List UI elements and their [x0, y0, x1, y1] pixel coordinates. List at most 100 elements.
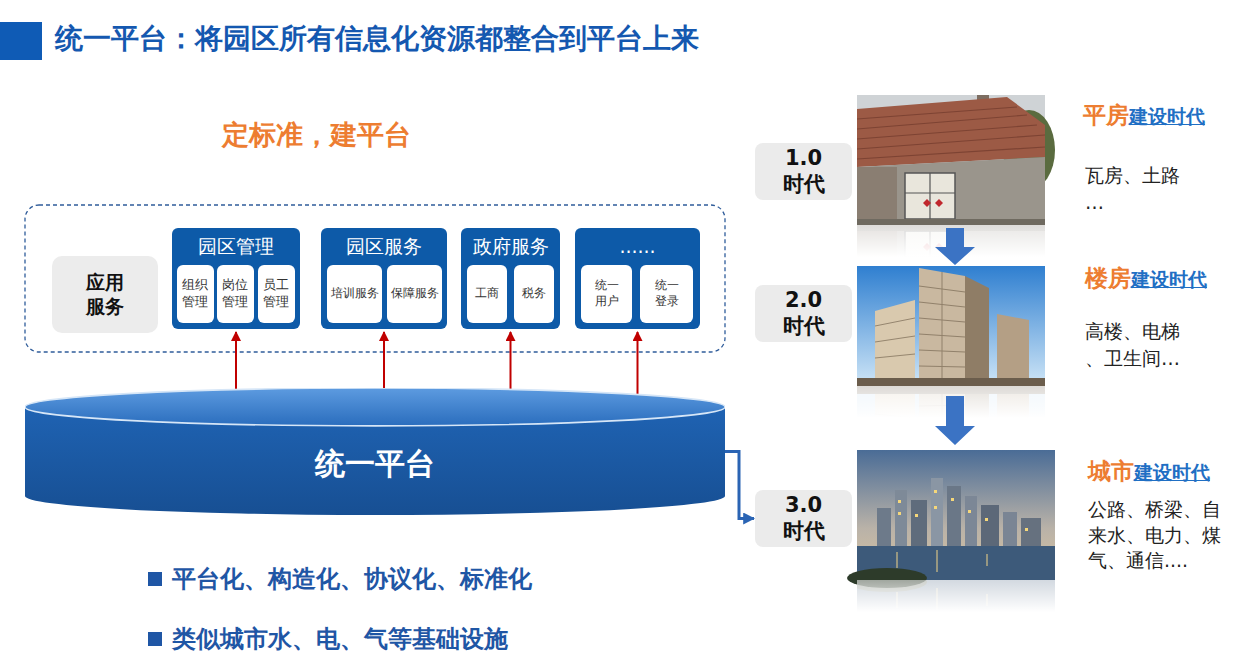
era-suffix: 建设时代 — [1131, 267, 1207, 293]
module-group-box: 园区服务培训服务保障服务 — [321, 228, 447, 329]
function-box: 培训服务 — [327, 265, 382, 323]
city-photo — [947, 486, 961, 548]
city-photo — [915, 514, 918, 517]
city-photo — [951, 498, 954, 501]
tower-photo — [875, 336, 915, 342]
tower-photo — [919, 268, 965, 386]
city-photo — [898, 512, 901, 515]
city-photo — [985, 518, 988, 521]
node-text: 园区服务 — [321, 234, 447, 258]
module-group-box: ...... 统一用户 统一登录 — [575, 228, 700, 329]
city-photo — [877, 508, 891, 548]
house-photo — [857, 157, 1045, 225]
dashed-frame — [25, 205, 725, 352]
module-group-box: 园区管理组织管理岗位管理员工管理 — [172, 228, 300, 329]
city-photo — [936, 550, 938, 572]
function-box: 工商 — [467, 265, 507, 323]
era-description: 瓦房、土路 … — [1085, 162, 1190, 215]
down-arrow — [935, 228, 975, 265]
house-photo — [857, 95, 1045, 225]
photo-reflection — [857, 225, 1045, 257]
node-text: 园区管理 — [172, 234, 300, 258]
tower-photo — [857, 266, 1045, 386]
function-box: 岗位管理 — [217, 265, 254, 323]
photo-reflection — [857, 580, 1055, 612]
function-box: 员工管理 — [258, 265, 295, 323]
house-photo — [857, 97, 1045, 167]
down-arrow — [935, 396, 975, 445]
subtitle: 定标准，建平台 — [222, 117, 411, 153]
house-photo — [857, 167, 897, 225]
disc-top — [25, 388, 725, 426]
photo-reflection — [857, 225, 1045, 257]
function-box: 保障服务 — [387, 265, 442, 323]
node-text: 2.0 时代 — [781, 288, 825, 338]
house-photo — [857, 147, 1045, 159]
bullet-text: 类似城市水、电、气等基础设施 — [172, 624, 508, 654]
city-photo — [981, 505, 999, 548]
tower-photo — [875, 318, 915, 326]
node-text: 员工管理 — [263, 277, 290, 311]
node-text: 岗位管理 — [222, 277, 249, 311]
bullet-text: 平台化、构造化、协议化、标准化 — [172, 564, 532, 594]
tower-photo — [875, 300, 915, 386]
era-heading: 平房建设时代 — [1083, 100, 1205, 131]
tower-photo — [857, 378, 1045, 386]
house-photo — [905, 173, 955, 219]
function-box: 统一登录 — [640, 265, 693, 323]
city-photo — [934, 490, 937, 493]
city-photo — [847, 450, 1055, 588]
city-photo — [896, 552, 898, 568]
era-name: 平房 — [1083, 100, 1129, 131]
city-photo — [931, 478, 943, 548]
house-photo — [857, 95, 1055, 225]
city-photo — [1021, 518, 1041, 548]
photo-reflection — [857, 580, 1055, 612]
function-box: 组织管理 — [177, 265, 214, 323]
era-description: 高楼、电梯 、卫生间… — [1085, 318, 1190, 371]
city-photo — [895, 490, 907, 548]
node-text: 工商 — [475, 286, 499, 302]
node-text: 保障服务 — [391, 286, 439, 302]
city-photo — [897, 550, 987, 572]
node-text: 统一用户 — [594, 278, 619, 309]
title-marker — [0, 22, 42, 60]
era-description: 公路、桥梁、自来水、电力、煤气、通信.... — [1088, 497, 1238, 574]
module-group-box: 政府服务工商税务 — [461, 228, 560, 329]
city-photo — [1025, 528, 1028, 531]
node-text: 政府服务 — [461, 234, 560, 258]
city-photo — [965, 496, 977, 548]
node-text: ...... — [575, 234, 700, 258]
tower-photo — [875, 354, 915, 358]
function-box: 统一用户 — [581, 265, 632, 323]
tower-photo — [942, 272, 943, 386]
platform-disc: 统一平台 — [25, 388, 725, 515]
node-text: 统一平台 — [315, 444, 435, 485]
era-box: 2.0 时代 — [755, 285, 852, 342]
tower-photo — [965, 276, 989, 386]
page-title: 统一平台：将园区所有信息化资源都整合到平台上来 — [55, 21, 699, 57]
node-text: 应用服务 — [85, 271, 125, 319]
node-text: 培训服务 — [331, 286, 379, 302]
photo-reflection — [857, 580, 1055, 612]
era-box: 3.0 时代 — [755, 490, 852, 547]
era-heading: 楼房建设时代 — [1085, 263, 1207, 294]
house-photo — [857, 115, 1027, 129]
city-photo — [857, 450, 1055, 580]
city-photo — [1003, 512, 1017, 548]
city-photo — [911, 500, 927, 548]
house-photo — [923, 199, 931, 207]
era-box: 1.0 时代 — [755, 143, 852, 200]
city-photo — [898, 490, 1028, 531]
house-photo — [905, 192, 955, 193]
node-text: 统一登录 — [654, 278, 679, 309]
house-photo — [857, 135, 1045, 149]
city-photo — [986, 554, 988, 566]
tower-photo — [997, 314, 1029, 386]
house-photo — [857, 107, 1045, 159]
era-heading: 城市建设时代 — [1088, 456, 1210, 487]
city-photo — [968, 510, 971, 513]
era-suffix: 建设时代 — [1134, 460, 1210, 486]
tower-photo — [857, 266, 1045, 386]
